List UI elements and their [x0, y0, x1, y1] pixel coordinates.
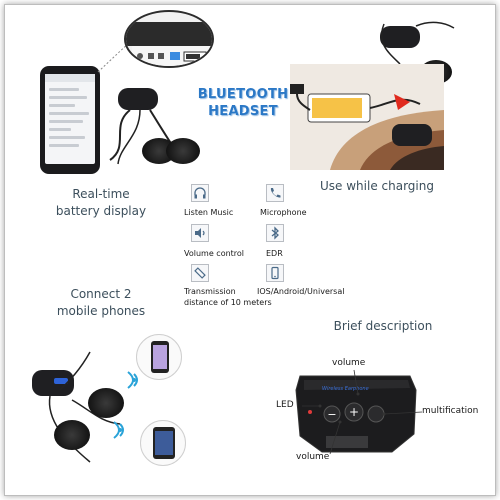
bluetooth-icon: [266, 224, 284, 242]
caption-charging-text: Use while charging: [320, 179, 434, 193]
battery-zoom-circle: [124, 10, 214, 68]
wireless-signal-icon-bottom: [113, 421, 124, 439]
headphones-icon: [191, 184, 209, 202]
caption-battery-line-2: battery display: [55, 204, 147, 218]
earpad-right: [166, 138, 200, 164]
phone-device-icon: [266, 264, 284, 282]
top-right-cables: [380, 21, 455, 65]
remote-label-multification: multification: [422, 406, 479, 416]
caption-brief-text: Brief description: [333, 319, 433, 333]
svg-text:+: +: [349, 405, 359, 419]
title-line-1: BLUETOOTH: [197, 87, 289, 102]
headset-unit-top-right: [380, 26, 420, 48]
headset-main-unit: [118, 88, 158, 110]
phone-circle-top: [136, 334, 182, 380]
earpad-bottom-left-1: [88, 388, 124, 418]
feature-microphone: Microphone: [260, 208, 307, 217]
feature-listen-music: Listen Music: [184, 208, 234, 217]
remote-label-volume-bottom: volume: [296, 452, 330, 462]
speaker-icon: [191, 224, 209, 242]
remote-label-led: LED: [276, 400, 294, 410]
caption-use-while-charging: Use while charging: [312, 178, 442, 195]
caption-phones-line-2: mobile phones: [56, 304, 146, 318]
svg-text:−: −: [327, 408, 336, 421]
caption-connect-phones: Connect 2 mobile phones: [36, 286, 166, 320]
caption-brief-description: Brief description: [318, 318, 448, 335]
phone-circle-bottom: [140, 420, 186, 466]
smartphone: [40, 66, 100, 174]
product-title: BLUETOOTH HEADSET: [188, 86, 298, 120]
feature-transmission-line-2: distance of 10 meters: [184, 298, 272, 307]
earpad-bottom-left-2: [54, 420, 90, 450]
caption-battery-line-1: Real-time: [72, 187, 130, 201]
ruler-icon: [191, 264, 209, 282]
bottom-left-cables: [48, 351, 121, 463]
remote-label-volume-top: volume: [332, 358, 366, 368]
usb-plug: [290, 84, 311, 111]
helmet-charging-photo: [290, 64, 444, 170]
wireless-signal-icon-top: [127, 371, 138, 389]
feature-edr: EDR: [266, 249, 283, 258]
phone-screen: [45, 74, 95, 164]
remote-brand-text: Wireless Earphone: [322, 386, 369, 392]
remote-unit: + −: [295, 375, 417, 453]
caption-phones-line-1: Connect 2: [70, 287, 132, 301]
feature-compatibility: IOS/Android/Universal: [257, 287, 345, 296]
feature-transmission-distance: Transmission distance of 10 meters: [184, 286, 272, 308]
caption-battery-display: Real-time battery display: [36, 186, 166, 220]
feature-volume-control: Volume control: [184, 249, 245, 258]
remote-leader-lines: [302, 369, 423, 455]
feature-transmission-line-1: Transmission: [184, 287, 236, 296]
title-line-2: HEADSET: [208, 104, 278, 119]
phone-icon: [266, 184, 284, 202]
